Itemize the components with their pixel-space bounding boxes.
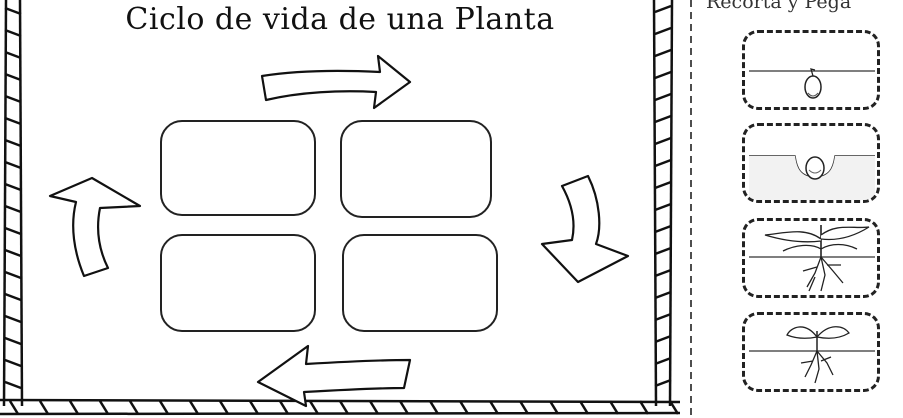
seed-in-ground-icon bbox=[749, 155, 875, 200]
frame-border bbox=[0, 0, 681, 416]
grown-plant-roots-icon bbox=[749, 225, 875, 292]
cut-line-icon bbox=[690, 0, 692, 418]
arrow-down-icon bbox=[540, 174, 630, 284]
bottom-border-icon bbox=[0, 398, 681, 416]
arrow-up-icon bbox=[48, 176, 142, 278]
cutout-card-grown-plant[interactable] bbox=[742, 218, 880, 298]
page-title: Ciclo de vida de una Planta bbox=[125, 2, 555, 37]
cutout-card-sprout[interactable] bbox=[742, 312, 880, 392]
cutout-header: Recorta y Pega bbox=[706, 0, 852, 13]
stage-box-top-left[interactable] bbox=[160, 120, 316, 216]
stage-box-bottom-left[interactable] bbox=[160, 234, 316, 332]
stage-box-bottom-right[interactable] bbox=[342, 234, 498, 332]
cutout-card-seed-in-ground[interactable] bbox=[742, 123, 880, 203]
cutout-card-seed[interactable] bbox=[742, 30, 880, 110]
arrow-right-icon bbox=[260, 54, 412, 110]
worksheet-frame: Ciclo de vida de una Planta bbox=[0, 0, 681, 416]
stage-box-top-right[interactable] bbox=[340, 120, 492, 218]
sprout-roots-icon bbox=[749, 326, 875, 384]
arrow-left-icon bbox=[256, 344, 412, 408]
right-border-icon bbox=[652, 0, 674, 407]
left-border-icon bbox=[2, 0, 24, 407]
seed-on-soil-icon bbox=[749, 68, 875, 99]
